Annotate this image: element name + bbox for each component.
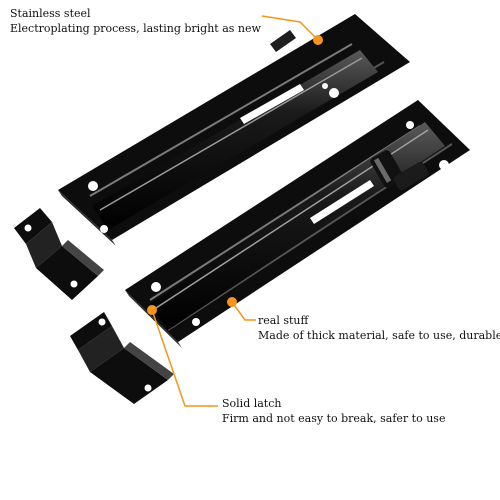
screw-hole xyxy=(406,121,414,129)
callout-latch-title: Solid latch xyxy=(222,397,282,410)
screw-hole xyxy=(70,280,78,288)
bolt-knob xyxy=(370,150,429,190)
lower-bolt xyxy=(125,100,470,348)
screw-hole xyxy=(24,224,32,232)
lower-keeper xyxy=(70,312,174,404)
callout-latch-marker xyxy=(147,305,218,407)
callout-stainless-marker xyxy=(261,15,323,45)
upper-bolt-rod xyxy=(92,50,378,230)
screw-hole xyxy=(439,160,449,170)
upper-bolt xyxy=(58,14,410,246)
screw-hole xyxy=(296,38,304,46)
lower-bolt-rod xyxy=(150,122,445,330)
screw-hole xyxy=(144,384,152,392)
screw-hole xyxy=(88,181,98,191)
callout-stainless-desc: Electroplating process, lasting bright a… xyxy=(10,22,261,35)
callout-real-marker xyxy=(227,297,256,321)
callout-latch-desc: Firm and not easy to break, safer to use xyxy=(222,412,446,425)
upper-keeper xyxy=(14,208,104,300)
callout-stainless: Stainless steel Electroplating process, … xyxy=(10,6,261,36)
screw-hole xyxy=(98,318,106,326)
callout-stainless-title: Stainless steel xyxy=(10,7,91,20)
callout-real-stuff-desc: Made of thick material, safe to use, dur… xyxy=(258,329,500,342)
screw-hole xyxy=(129,235,135,241)
screw-hole xyxy=(192,318,200,326)
screw-hole xyxy=(322,83,328,89)
screw-hole xyxy=(329,88,339,98)
callout-real-stuff-title: real stuff xyxy=(258,314,309,327)
screw-hole xyxy=(100,225,108,233)
callout-latch: Solid latch Firm and not easy to break, … xyxy=(222,396,445,426)
callout-real-stuff: real stuff Made of thick material, safe … xyxy=(258,313,500,343)
screw-hole xyxy=(324,209,330,215)
screw-hole xyxy=(151,282,161,292)
